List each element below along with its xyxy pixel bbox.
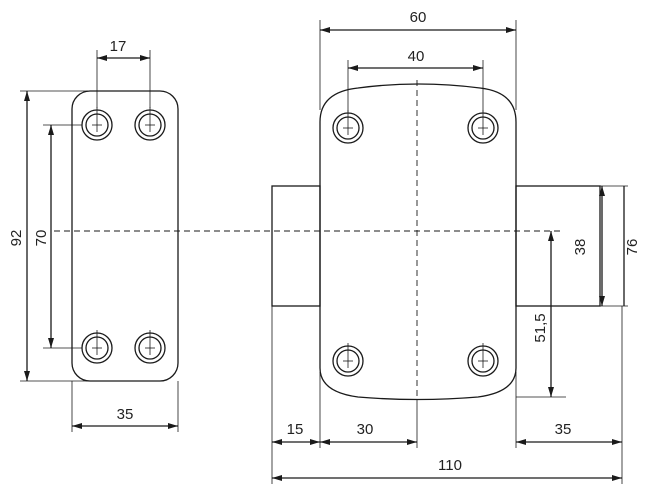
dim-label-92: 92 [8, 230, 25, 247]
dim-label-17: 17 [110, 38, 127, 55]
dim-label-38: 38 [572, 239, 589, 256]
dim-label-110: 110 [438, 457, 462, 474]
dim-right-total-height: 76 [516, 185, 641, 307]
left-tab [271, 185, 321, 307]
lock-body-outline [319, 83, 517, 401]
dim-left-total-height: 92 [8, 90, 88, 382]
dim-label-51-5: 51,5 [532, 313, 549, 342]
right-hole-bottom-left [332, 342, 364, 377]
dim-label-70: 70 [33, 230, 50, 247]
left-hole-bottom-left [81, 329, 113, 364]
left-hole-top-right [134, 106, 166, 141]
left-plate-view [71, 90, 179, 382]
left-plate-outline [71, 90, 179, 382]
dim-right-box-height: 38 [572, 186, 605, 306]
dim-label-35-left: 35 [117, 406, 134, 423]
dim-label-76: 76 [624, 239, 641, 256]
left-hole-bottom-right [134, 329, 166, 364]
dim-left-hole-height: 70 [33, 124, 82, 349]
dim-left-hole-spacing: 17 [96, 38, 151, 108]
dim-label-35-right: 35 [555, 421, 572, 438]
dim-bottom-chain: 15 30 35 110 [271, 306, 623, 484]
dim-label-30: 30 [357, 421, 374, 438]
dim-right-hole-offset: 51,5 [516, 231, 566, 398]
right-hole-bottom-right [467, 342, 499, 377]
dim-label-60: 60 [410, 9, 427, 26]
dim-right-hole-spacing: 40 [347, 48, 484, 112]
dim-label-40: 40 [408, 48, 425, 65]
right-hole-top-left [332, 109, 364, 144]
dim-right-top-width: 60 [319, 9, 517, 110]
dim-left-width: 35 [71, 381, 179, 432]
left-hole-top-left [81, 106, 113, 141]
dim-label-15: 15 [287, 421, 304, 438]
right-hole-top-right [467, 109, 499, 144]
